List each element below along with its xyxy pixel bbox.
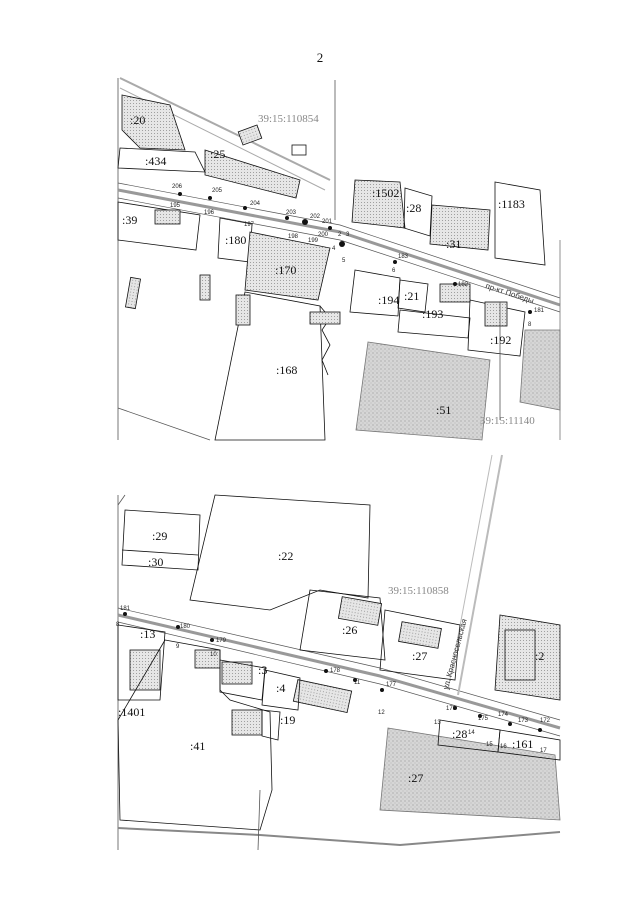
point-label: 179: [216, 638, 227, 644]
point-label: 14: [468, 730, 475, 736]
parcel-label: :51: [436, 403, 451, 417]
point-label: 8: [528, 322, 532, 328]
point-label: 202: [310, 214, 321, 220]
point-label: 172: [540, 718, 551, 724]
point-label: 199: [308, 238, 319, 244]
quarter-label-bottom: 39:15:110858: [388, 585, 449, 597]
parcel-label: :4: [276, 681, 285, 695]
parcel-label: :2: [535, 649, 544, 663]
point-label: 13: [434, 720, 441, 726]
quarter-label-top-right: 39:15:11140: [480, 415, 535, 427]
point-label: 181: [534, 308, 545, 314]
parcel-label: :168: [276, 363, 297, 377]
point-label: 2: [338, 232, 342, 238]
parcel-label: :161: [512, 737, 533, 751]
page-number: 2: [316, 50, 324, 65]
point-label: 16: [500, 744, 507, 750]
point-label: 12: [378, 710, 385, 716]
bottom-labels: 39:15:110858 ул. Красносельская :29 :30 …: [116, 529, 551, 785]
point-label: 204: [250, 201, 261, 207]
point-label: 178: [330, 668, 341, 674]
point-label: 196: [204, 210, 215, 216]
point-label: 181: [120, 606, 131, 612]
parcel-label: :1401: [118, 705, 145, 719]
point-label: 206: [172, 184, 183, 190]
point-label: 205: [212, 188, 223, 194]
point-label: 11: [354, 680, 361, 686]
parcel-label: :25: [210, 147, 225, 161]
point-label: 9: [176, 644, 180, 650]
point-label: 174: [498, 712, 509, 718]
quarter-label-top: 39:15:110854: [258, 113, 319, 125]
parcel-label: :3: [258, 663, 267, 677]
point-label: 15: [486, 742, 493, 748]
point-label: 6: [392, 268, 396, 274]
point-label: 195: [170, 203, 181, 209]
point-label: 10: [210, 652, 217, 658]
parcel-label: :194: [378, 293, 399, 307]
point-label: 8: [116, 622, 120, 628]
point-label: 180: [180, 624, 191, 630]
point-label: 17: [540, 748, 547, 754]
point-label: 203: [286, 210, 297, 216]
parcel-label: :39: [122, 213, 137, 227]
parcel-label: :180: [225, 233, 246, 247]
point-label: 173: [518, 718, 529, 724]
parcel-label: :192: [490, 333, 511, 347]
parcel-label: :19: [280, 713, 295, 727]
parcel-label: :29: [152, 529, 167, 543]
bottom-street-points: [123, 612, 542, 732]
parcel-label: :28: [406, 201, 421, 215]
parcel-label: :27: [412, 649, 427, 663]
point-label: 5: [342, 258, 346, 264]
point-label: 182: [458, 282, 469, 288]
parcel-label: :27: [408, 771, 423, 785]
top-street-points: [178, 192, 532, 314]
parcel-label: :1502: [372, 186, 399, 200]
point-label: 4: [332, 246, 336, 252]
parcel-label: :28: [452, 727, 467, 741]
parcel-label: :193: [422, 307, 443, 321]
point-label: 3: [346, 232, 350, 238]
parcel-label: :22: [278, 549, 293, 563]
parcel-label: :20: [130, 113, 145, 127]
top-map: [117, 77, 561, 441]
point-label: 177: [386, 682, 397, 688]
point-label: 200: [318, 232, 329, 238]
bottom-map: [117, 454, 561, 851]
point-label: 197: [244, 222, 255, 228]
parcel-label: :1183: [498, 197, 525, 211]
parcel-label: :434: [145, 154, 166, 168]
point-label: 183: [398, 254, 409, 260]
point-label: 198: [288, 234, 299, 240]
point-label: 201: [322, 219, 333, 225]
parcel-label: :26: [342, 623, 357, 637]
parcel-label: :21: [404, 289, 419, 303]
point-label: 176: [446, 706, 457, 712]
parcel-label: :30: [148, 555, 163, 569]
parcel-label: :13: [140, 627, 155, 641]
parcel-label: :170: [275, 263, 296, 277]
parcel-label: :31: [446, 237, 461, 251]
parcel-label: :41: [190, 739, 205, 753]
point-label: 175: [478, 716, 489, 722]
